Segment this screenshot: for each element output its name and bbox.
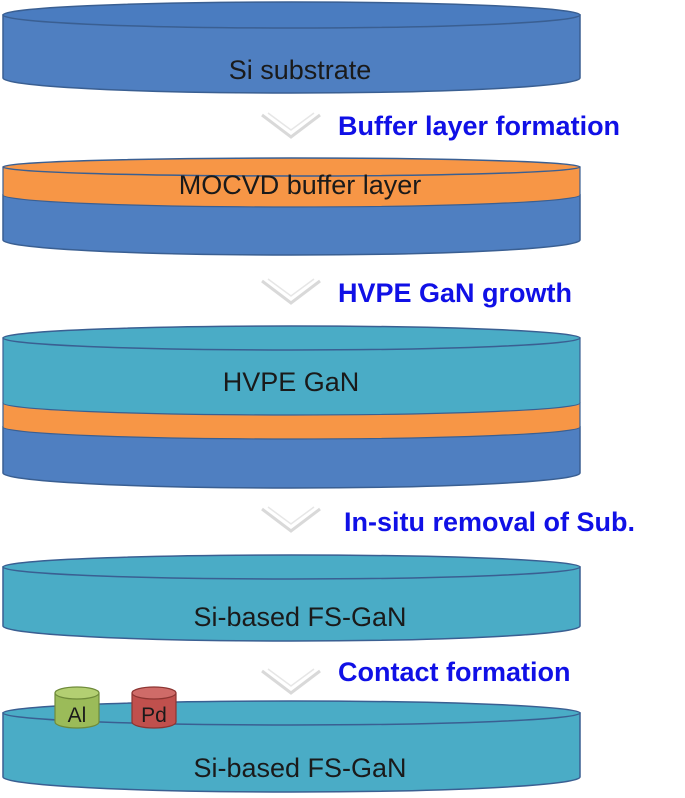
si-substrate-label: Si substrate bbox=[229, 55, 372, 85]
stage-si-substrate: Si substrate bbox=[2, 1, 581, 94]
stage-fs-gan-contacts: Al Pd Si-based FS-GaN bbox=[2, 686, 581, 793]
step-label-contact-formation: Contact formation bbox=[338, 657, 571, 687]
hvpe-gan-top bbox=[2, 325, 581, 351]
arrow-down-icon bbox=[261, 669, 321, 695]
mocvd-buffer-label: MOCVD buffer layer bbox=[179, 170, 422, 200]
pd-contact-pad: Pd bbox=[131, 686, 177, 729]
arrow-down-icon bbox=[261, 507, 321, 533]
step-arrow-2: HVPE GaN growth bbox=[261, 278, 572, 308]
stage-hvpe-gan: HVPE GaN bbox=[2, 325, 581, 489]
hvpe-gan-body bbox=[2, 337, 581, 416]
si-substrate-layer bbox=[2, 194, 581, 256]
step-arrow-1: Buffer layer formation bbox=[261, 111, 620, 141]
si-substrate-body bbox=[2, 14, 581, 94]
pd-contact-label: Pd bbox=[141, 704, 167, 727]
fs-gan-body bbox=[2, 712, 581, 793]
si-substrate-top bbox=[2, 1, 581, 29]
arrow-down-icon bbox=[261, 113, 321, 139]
fs-gan-label: Si-based FS-GaN bbox=[193, 602, 406, 632]
hvpe-gan-label: HVPE GaN bbox=[223, 367, 360, 397]
stage-mocvd-buffer: MOCVD buffer layer bbox=[2, 157, 581, 256]
si-substrate-layer bbox=[2, 426, 581, 489]
step-arrow-4: Contact formation bbox=[261, 657, 571, 695]
buffer-layer-band bbox=[2, 166, 581, 208]
fs-gan-body bbox=[2, 566, 581, 642]
al-contact-pad: Al bbox=[54, 686, 100, 729]
step-label-hvpe-gan-growth: HVPE GaN growth bbox=[338, 278, 572, 308]
buffer-layer-top bbox=[2, 157, 581, 177]
fs-gan-contacts-label: Si-based FS-GaN bbox=[193, 753, 406, 783]
stage-fs-gan: Si-based FS-GaN bbox=[2, 554, 581, 642]
arrow-down-icon bbox=[261, 279, 321, 305]
step-arrow-3: In-situ removal of Sub. bbox=[261, 506, 635, 537]
al-contact-label: Al bbox=[68, 704, 87, 727]
step-label-buffer-layer-formation: Buffer layer formation bbox=[338, 111, 620, 141]
step-label-in-situ-removal: In-situ removal of Sub. bbox=[344, 507, 635, 537]
fs-gan-top bbox=[2, 554, 581, 580]
